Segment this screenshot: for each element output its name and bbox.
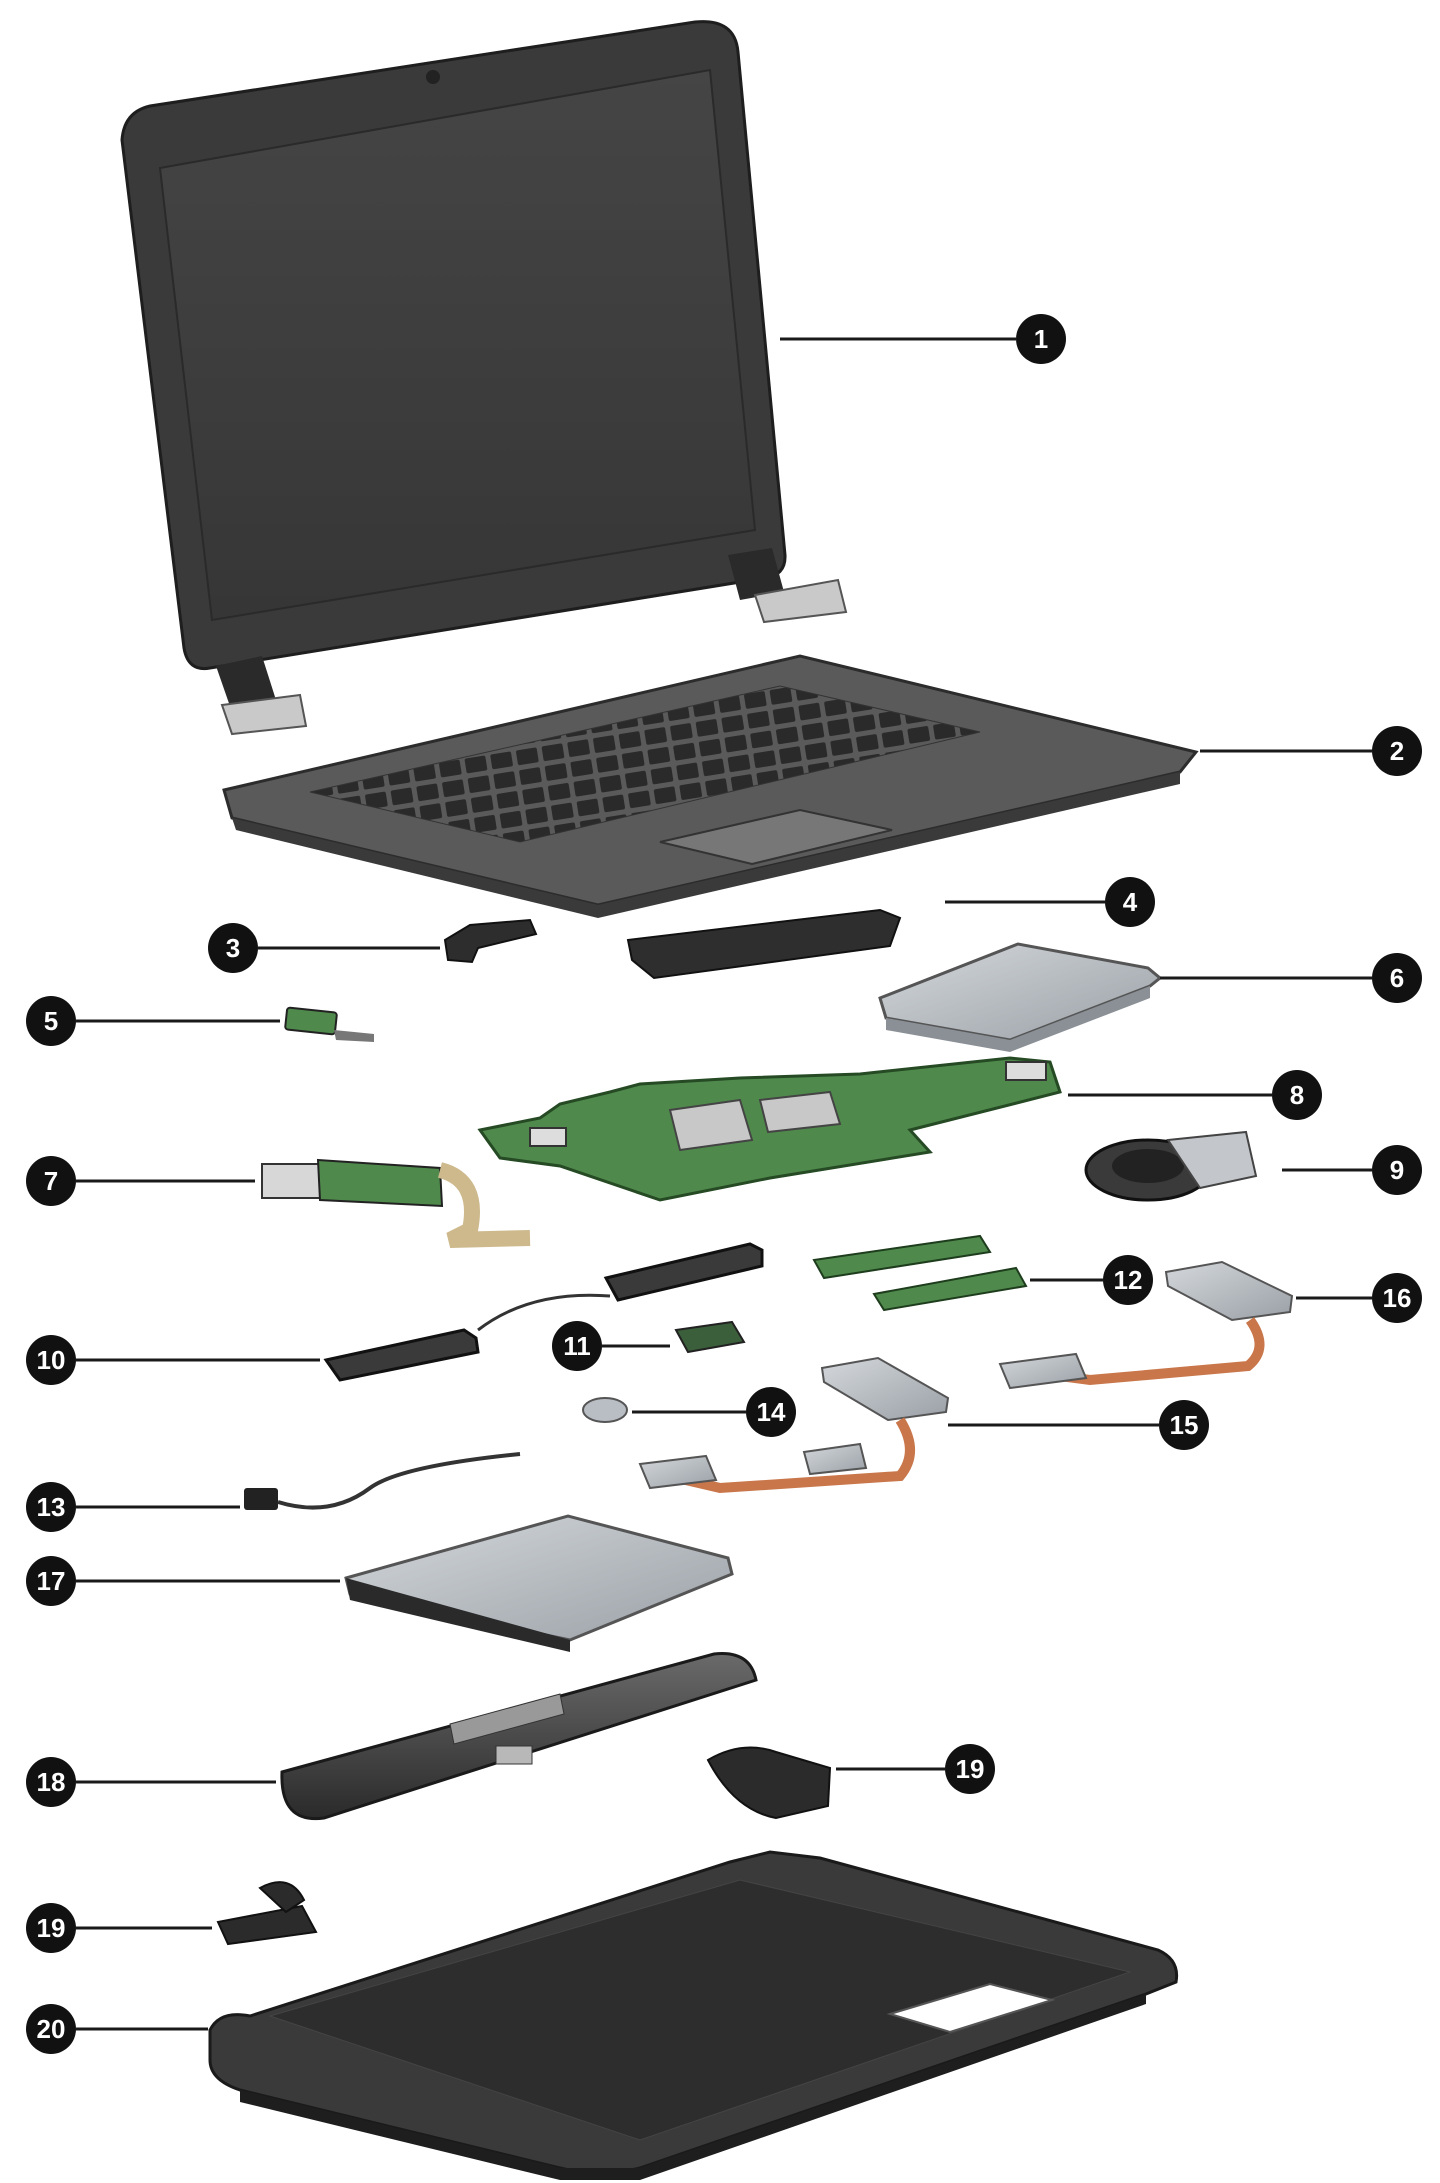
callout-circle — [26, 1482, 76, 1532]
callout-rtc-battery: 14 — [746, 1387, 796, 1437]
callout-circle — [26, 1156, 76, 1206]
callout-number: 6 — [1390, 963, 1404, 993]
callout-number: 4 — [1123, 887, 1138, 917]
callout-heat-sink-discrete: 16 — [1372, 1273, 1422, 1323]
fan — [1084, 1130, 1258, 1202]
callout-usb-audio-board: 7 — [26, 1156, 76, 1206]
callout-circle — [208, 923, 258, 973]
callout-number: 14 — [757, 1397, 786, 1427]
callout-circle — [26, 1556, 76, 1606]
callout-display-assembly: 1 — [1016, 314, 1066, 364]
callout-circle — [1372, 953, 1422, 1003]
callout-circle — [26, 1903, 76, 1953]
hinge-right — [728, 548, 848, 624]
callout-hinge-cover-right: 19 — [945, 1744, 995, 1794]
callout-number: 16 — [1383, 1283, 1412, 1313]
callout-number: 2 — [1390, 736, 1404, 766]
callout-system-board: 8 — [1272, 1070, 1322, 1120]
callout-speakers: 10 — [26, 1335, 76, 1385]
callout-circle — [26, 1335, 76, 1385]
card-reader-board — [284, 1006, 374, 1042]
battery — [280, 1652, 758, 1821]
callout-circle — [945, 1744, 995, 1794]
heat-sink-integrated — [638, 1356, 950, 1494]
callout-number: 11 — [563, 1331, 591, 1361]
callout-circle — [1016, 314, 1066, 364]
callout-memory-modules: 12 — [1103, 1255, 1153, 1305]
webcam-icon — [426, 70, 440, 84]
callout-power-button-board: 3 — [208, 923, 258, 973]
touchpad-area — [659, 808, 893, 866]
callout-bottom-base: 20 — [26, 2004, 76, 2054]
callout-number: 13 — [37, 1492, 66, 1522]
heat-sink-discrete — [998, 1260, 1294, 1390]
speakers — [323, 1242, 764, 1382]
callout-wlan-module: 11 — [552, 1321, 602, 1371]
callout-number: 9 — [1390, 1155, 1404, 1185]
wlan-module — [674, 1320, 746, 1354]
callout-circle — [1372, 1145, 1422, 1195]
callout-touchpad: 4 — [1105, 877, 1155, 927]
callout-number: 10 — [37, 1345, 66, 1375]
callout-number: 19 — [956, 1754, 985, 1784]
callout-number: 19 — [37, 1913, 66, 1943]
touchpad — [626, 908, 902, 980]
callout-card-reader-board: 5 — [26, 996, 76, 1046]
callout-number: 15 — [1170, 1410, 1199, 1440]
hinge-left — [216, 656, 308, 736]
usb-audio-board — [261, 1158, 531, 1248]
callout-number: 17 — [37, 1566, 66, 1596]
callout-number: 12 — [1114, 1265, 1143, 1295]
system-board — [477, 1056, 1062, 1202]
rtc-battery — [582, 1397, 628, 1423]
callout-heat-sink-integrated: 15 — [1159, 1400, 1209, 1450]
callout-circle — [26, 2004, 76, 2054]
callout-number: 5 — [44, 1006, 58, 1036]
display-assembly — [120, 20, 848, 736]
callout-number: 8 — [1290, 1080, 1304, 1110]
callout-number: 3 — [226, 933, 240, 963]
callout-circle — [552, 1321, 602, 1371]
callout-optical-drive: 17 — [26, 1556, 76, 1606]
callout-circle — [26, 996, 76, 1046]
leader-lines — [76, 337, 1372, 2031]
callout-hard-drive: 6 — [1372, 953, 1422, 1003]
callout-circle — [746, 1387, 796, 1437]
callout-circle — [1105, 877, 1155, 927]
hard-drive — [878, 942, 1163, 1052]
hinge-cover-right — [706, 1746, 832, 1820]
callout-top-cover-keyboard: 2 — [1372, 726, 1422, 776]
callout-circle — [1372, 726, 1422, 776]
callout-circle — [26, 1757, 76, 1807]
callout-circle — [1159, 1400, 1209, 1450]
callout-circle — [1272, 1070, 1322, 1120]
callout-circle — [1372, 1273, 1422, 1323]
callout-circle — [1103, 1255, 1153, 1305]
memory-modules — [812, 1234, 1028, 1312]
power-connector-cable — [244, 1452, 521, 1510]
callout-number: 18 — [37, 1767, 66, 1797]
top-cover-keyboard — [222, 654, 1199, 918]
optical-drive — [344, 1514, 734, 1652]
power-button-board — [443, 918, 538, 964]
callout-number: 7 — [44, 1166, 58, 1196]
callout-number: 20 — [37, 2014, 66, 2044]
callout-hinge-cover-left: 19 — [26, 1903, 76, 1953]
callout-battery: 18 — [26, 1757, 76, 1807]
hinge-cover-left — [216, 1881, 318, 1946]
bottom-base — [208, 1850, 1179, 2180]
callout-number: 1 — [1034, 324, 1048, 354]
callout-power-connector-cable: 13 — [26, 1482, 76, 1532]
callout-fan: 9 — [1372, 1145, 1422, 1195]
